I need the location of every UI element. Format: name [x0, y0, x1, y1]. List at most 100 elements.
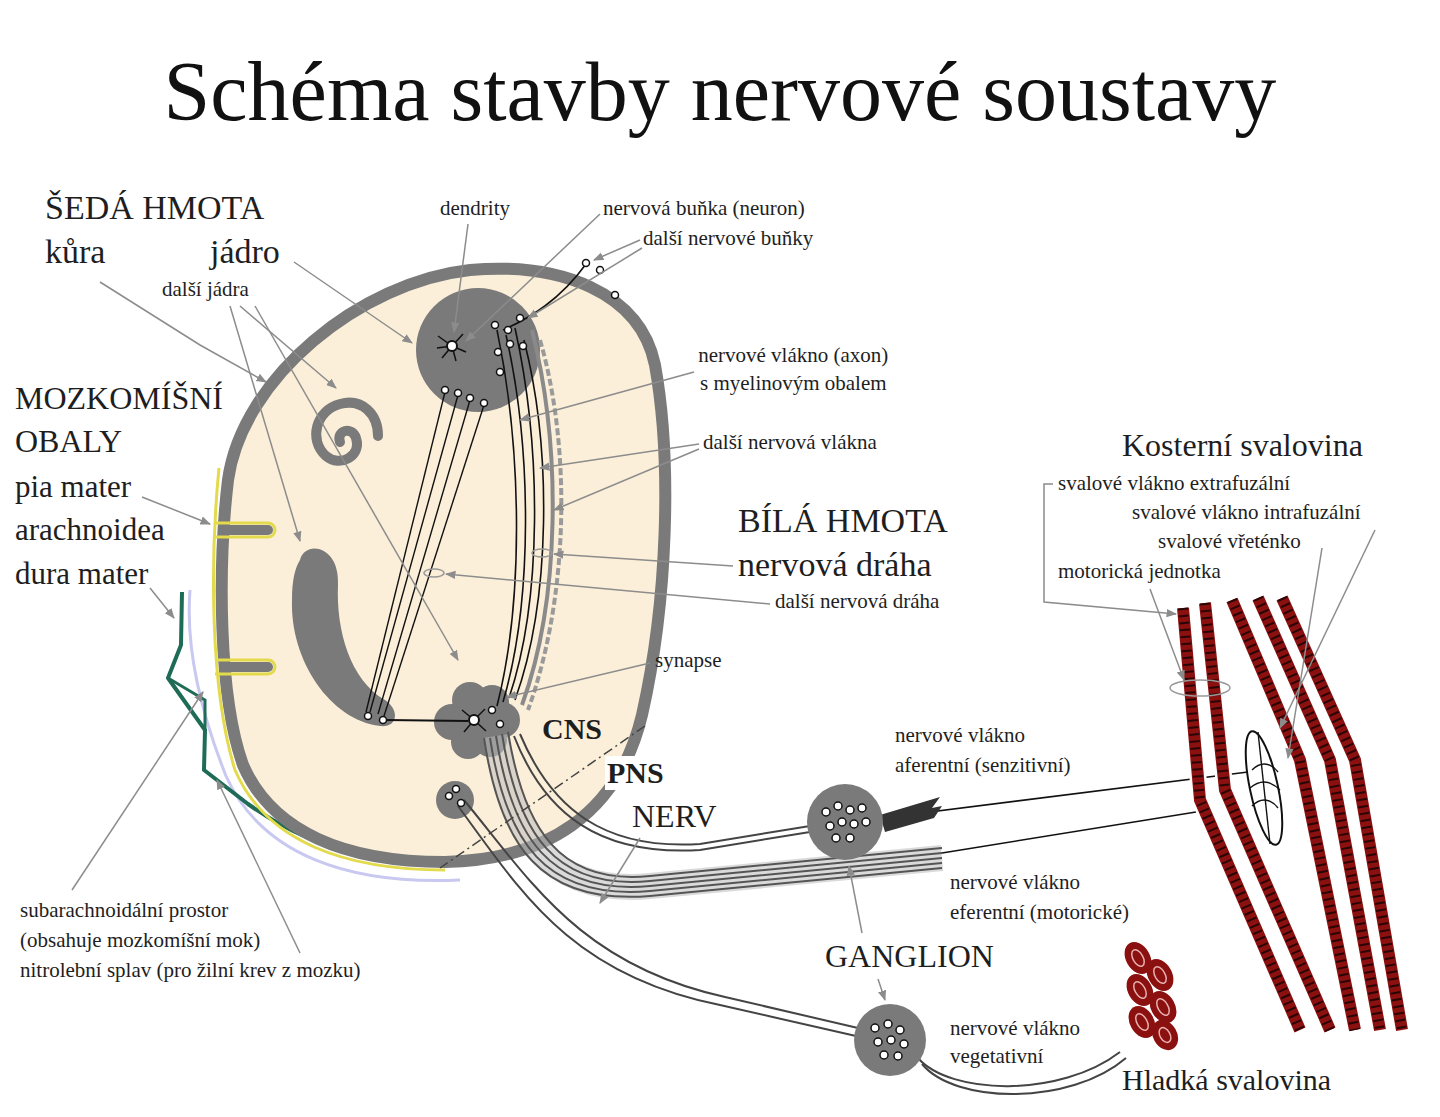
white-matter-tract — [522, 330, 561, 710]
grey-matter-nucleus — [292, 549, 395, 727]
smooth-muscle-cell — [1129, 948, 1147, 969]
leader-line — [72, 692, 203, 890]
part-label: MOZKOMÍŠNÍ OBALY — [15, 377, 112, 463]
neuron-body — [822, 808, 830, 816]
neuron-body — [884, 1020, 892, 1028]
neuron-body — [469, 715, 479, 725]
grey-matter-nucleus — [436, 781, 474, 819]
part-label: ŠEDÁ HMOTA — [45, 186, 264, 230]
axon-fiber — [503, 264, 586, 330]
neuron-body — [846, 806, 854, 814]
neuron-body — [495, 349, 502, 356]
neuron-body — [458, 800, 465, 807]
neuron-body — [880, 1051, 888, 1059]
neuron-body — [520, 343, 527, 350]
grey-matter-nucleus — [416, 288, 540, 412]
smooth-muscle-cell — [1157, 1026, 1174, 1045]
neuron-body — [517, 315, 524, 322]
pia-mater-line — [216, 523, 275, 537]
part-label: NERV — [632, 798, 717, 834]
leader-line — [849, 866, 862, 933]
smooth-muscle-cell — [1133, 1012, 1151, 1033]
grey-matter-nucleus — [316, 403, 378, 461]
part-label: svalové vřeténko — [1158, 528, 1301, 554]
neuron-body — [467, 395, 474, 402]
part-label: nervová buňka (neuron) — [603, 195, 805, 221]
part-label: motorická jednotka — [1058, 558, 1221, 584]
part-label: jádro — [210, 230, 280, 274]
diagram-title: Schéma stavby nervové soustavy — [0, 44, 1440, 140]
part-label: nitrolební splav (pro žilní krev z mozku… — [20, 955, 361, 985]
part-label: nervové vlákno vegetativní — [950, 1014, 1081, 1070]
axon-fiber — [497, 330, 517, 706]
neuron-body — [858, 804, 866, 812]
neuron-body — [497, 721, 504, 728]
part-label: pia mater — [15, 469, 131, 505]
leader-line — [600, 838, 640, 903]
neuron-body — [871, 1024, 879, 1032]
axon-fiber — [378, 400, 470, 714]
skeletal-muscle-band — [1282, 598, 1402, 1030]
part-label: nervové vlákno aferentní (senzitivní) — [895, 720, 1071, 780]
sulcus-fold — [226, 530, 268, 667]
nerve-fiber — [464, 800, 858, 1028]
skeletal-muscle-band — [1183, 608, 1300, 1030]
neuron-body — [900, 1040, 908, 1048]
neuron-body — [834, 802, 842, 810]
neuron-body — [481, 400, 488, 407]
part-label: CNS — [540, 712, 604, 746]
nerve-fiber — [520, 734, 810, 845]
ganglion — [854, 1004, 926, 1076]
pia-mater-line — [215, 660, 275, 674]
axon-fiber — [384, 405, 484, 716]
part-label: svalové vlákno intrafuzální — [1132, 499, 1361, 525]
neuron-body — [612, 292, 619, 299]
leader-line — [217, 780, 300, 953]
part-label: kůra — [45, 230, 105, 274]
part-label: další nervové buňky — [643, 225, 813, 251]
neuron-body — [850, 820, 858, 828]
leader-line — [554, 449, 699, 510]
neuron-dendrite — [437, 334, 486, 732]
leader-line — [878, 979, 885, 1000]
neuron-body — [874, 1038, 882, 1046]
cns-pns-boundary — [440, 726, 645, 868]
nerve-fiber — [942, 812, 1196, 853]
smooth-muscle-cell — [1131, 980, 1149, 1001]
meninges-layer — [168, 678, 205, 730]
nerve-sheath — [496, 736, 942, 887]
part-label: nervová dráha — [738, 543, 932, 587]
muscle-spindle — [1238, 728, 1290, 847]
axon-fiber — [515, 340, 544, 700]
ganglion — [807, 784, 883, 860]
leader-line — [255, 306, 458, 660]
part-label: Hladká svalovina — [1122, 1061, 1331, 1099]
neuron-body — [505, 327, 512, 334]
nerve-fiber — [484, 738, 942, 897]
part-label: další jádra — [162, 276, 249, 302]
neuron-body — [896, 1026, 904, 1034]
axon-fiber — [386, 720, 468, 721]
neuron-body — [862, 818, 870, 826]
leader-line — [454, 224, 468, 332]
muscle-spindle — [1238, 728, 1290, 847]
neuron-body — [442, 387, 449, 394]
part-label: dura mater — [15, 556, 148, 592]
neuron-body — [826, 822, 834, 830]
neuron-body — [492, 322, 499, 329]
neuron-body — [380, 717, 387, 724]
nerve-sheath — [496, 736, 942, 887]
part-label: svalové vlákno extrafuzální — [1058, 470, 1290, 496]
sulcus-fold — [226, 662, 268, 672]
part-label: PNS — [605, 756, 666, 790]
neuron-body — [455, 390, 462, 397]
smooth-muscle-cell — [1147, 1015, 1184, 1055]
pia-mater-line — [214, 468, 445, 870]
axon-fiber — [366, 392, 445, 712]
part-label: další nervová vlákna — [703, 429, 877, 455]
smooth-muscle-cell — [1151, 965, 1169, 986]
neuron-body — [846, 834, 854, 842]
leader-line — [520, 372, 694, 420]
axon-fiber — [370, 395, 458, 712]
neuron-body — [453, 786, 460, 793]
